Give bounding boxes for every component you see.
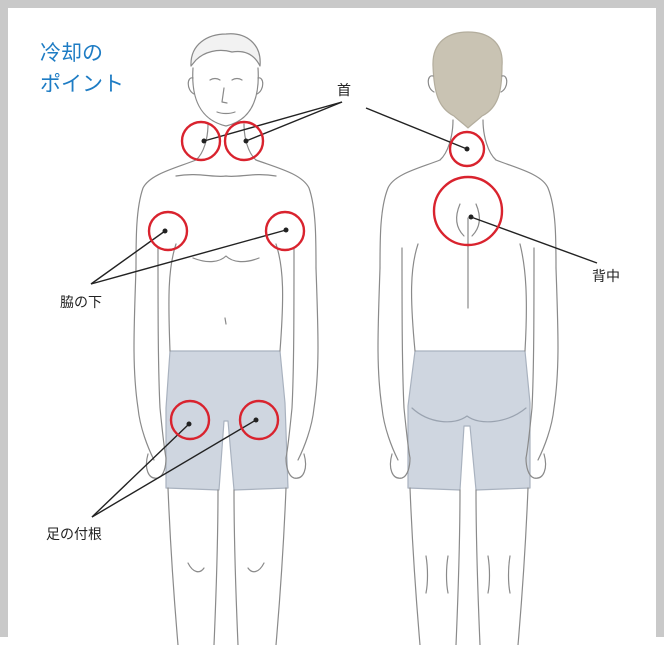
front-figure	[134, 34, 318, 645]
label-neck: 首	[337, 80, 351, 100]
label-groin: 足の付根	[46, 524, 102, 544]
label-back: 背中	[592, 266, 620, 286]
marker-armpit-left	[149, 212, 187, 250]
back-shorts	[408, 351, 530, 490]
page-title: 冷却の ポイント	[40, 38, 124, 100]
front-hair	[191, 34, 260, 66]
body-illustration	[8, 8, 664, 645]
title-line-1: 冷却の	[40, 38, 124, 69]
label-armpit: 脇の下	[60, 292, 102, 312]
title-line-2: ポイント	[40, 69, 124, 100]
front-head	[193, 68, 259, 126]
back-hair	[433, 32, 502, 128]
front-shorts	[166, 351, 288, 490]
